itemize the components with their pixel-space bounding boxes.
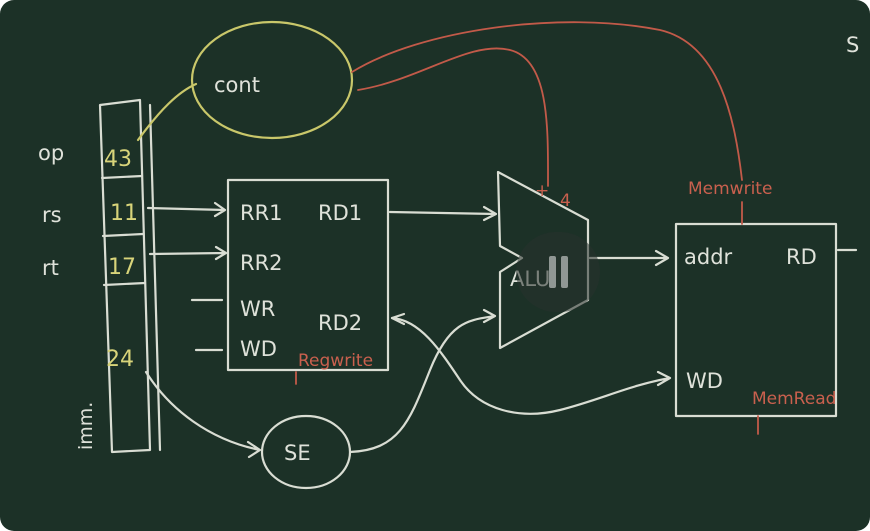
memwrite-label: Memwrite xyxy=(688,179,772,199)
memread-label: MemRead xyxy=(752,389,836,409)
field-imm-value: 24 xyxy=(106,347,134,372)
control-unit: cont xyxy=(136,20,354,142)
regfile-wr: WR xyxy=(240,297,275,321)
regfile-rr1: RR1 xyxy=(240,201,283,225)
alu-op: + xyxy=(535,181,549,201)
regwrite-label: Regwrite xyxy=(298,351,373,371)
field-rt-value: 17 xyxy=(108,255,136,280)
sign-extend: SE xyxy=(260,414,352,490)
memory-addr: addr xyxy=(684,245,733,269)
edge-letter: S xyxy=(846,33,859,57)
regfile-rr2: RR2 xyxy=(240,251,283,275)
label-rs: rs xyxy=(42,203,62,227)
regfile-rd2: RD2 xyxy=(318,311,362,335)
data-memory: addr RD WD Memwrite MemRead xyxy=(674,179,858,435)
field-rs-value: 11 xyxy=(110,201,138,226)
regfile-wd: WD xyxy=(240,337,277,361)
memory-wd: WD xyxy=(686,369,723,393)
instruction-register xyxy=(98,98,162,454)
label-rt: rt xyxy=(42,256,59,280)
pause-icon[interactable] xyxy=(516,232,600,312)
regfile-rd1: RD1 xyxy=(318,201,362,225)
field-op-value: 43 xyxy=(104,147,132,172)
register-file: RR1 RR2 WR WD RD1 RD2 Regwrite xyxy=(226,178,390,385)
memory-rd: RD xyxy=(786,245,817,269)
alu-result: 4 xyxy=(560,191,571,211)
control-label: cont xyxy=(214,73,260,97)
label-op: op xyxy=(38,141,64,165)
label-imm: imm. xyxy=(75,402,97,450)
sign-extend-label: SE xyxy=(284,441,311,465)
